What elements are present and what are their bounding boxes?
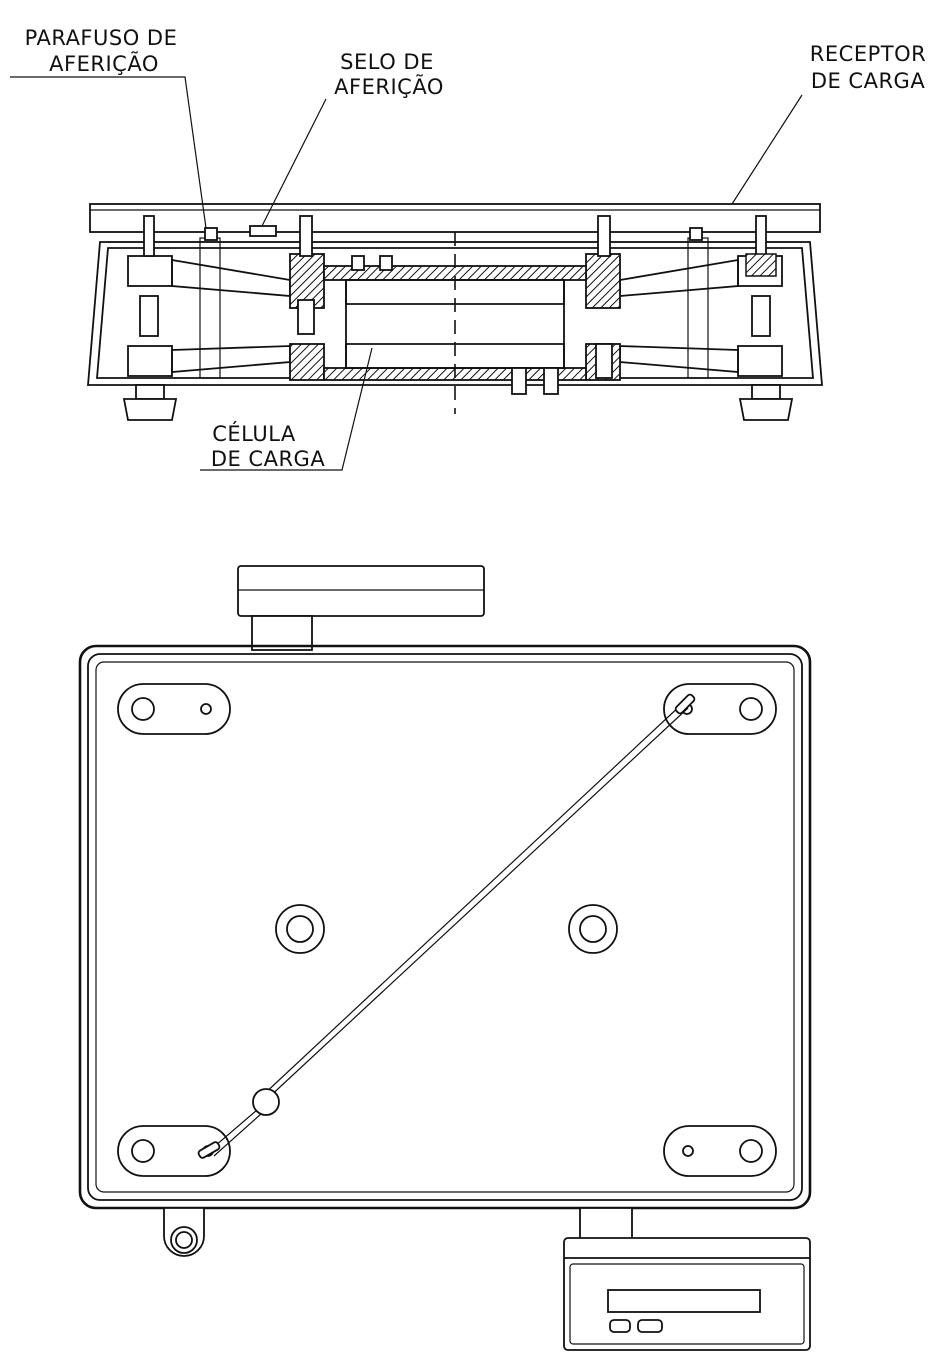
label-calibration-screw-line1: PARAFUSO DE <box>25 26 178 50</box>
indicator-button-2 <box>637 1319 663 1333</box>
label-calibration-screw: PARAFUSO DE AFERIÇÃO <box>25 26 178 76</box>
label-load-receptor-line2: DE CARGA <box>811 69 926 93</box>
label-load-cell-line1: CÉLULA <box>212 421 296 446</box>
right-flexure <box>619 215 783 379</box>
label-load-receptor-line1: RECEPTOR <box>810 42 926 66</box>
base-outer <box>78 644 812 1210</box>
center-boss-left <box>275 904 325 954</box>
weight-indicator <box>563 1237 811 1351</box>
foot-slot-top-left <box>117 683 231 735</box>
label-calibration-seal-line2: AFERIÇÃO <box>334 73 444 99</box>
label-calibration-screw-line2: AFERIÇÃO <box>49 50 159 76</box>
center-boss-right <box>568 904 618 954</box>
foot-slot-bottom-right <box>663 1125 777 1177</box>
calibration-seal <box>249 225 277 237</box>
bottom-display-neck <box>579 1207 633 1243</box>
seal-wire <box>197 693 696 1159</box>
seal-lead-ball <box>252 1088 280 1116</box>
label-load-cell-line2: DE CARGA <box>211 447 326 471</box>
load-cell <box>289 215 621 414</box>
leveling-feet <box>122 384 794 421</box>
base-inner <box>87 653 803 1201</box>
hanging-loop <box>163 1207 205 1257</box>
indicator-display-window <box>607 1289 761 1313</box>
load-receptor-plate <box>89 203 821 233</box>
label-calibration-seal: SELO DE AFERIÇÃO <box>334 50 444 99</box>
label-load-receptor: RECEPTOR DE CARGA <box>810 42 926 93</box>
indicator-button-1 <box>609 1319 631 1333</box>
label-calibration-seal-line1: SELO DE <box>340 50 434 74</box>
top-display-head <box>237 565 485 617</box>
left-flexure <box>127 215 291 379</box>
plan-view <box>78 565 812 1351</box>
label-load-cell: CÉLULA DE CARGA <box>211 421 326 471</box>
top-display-neck <box>251 615 313 651</box>
section-view <box>10 76 823 471</box>
